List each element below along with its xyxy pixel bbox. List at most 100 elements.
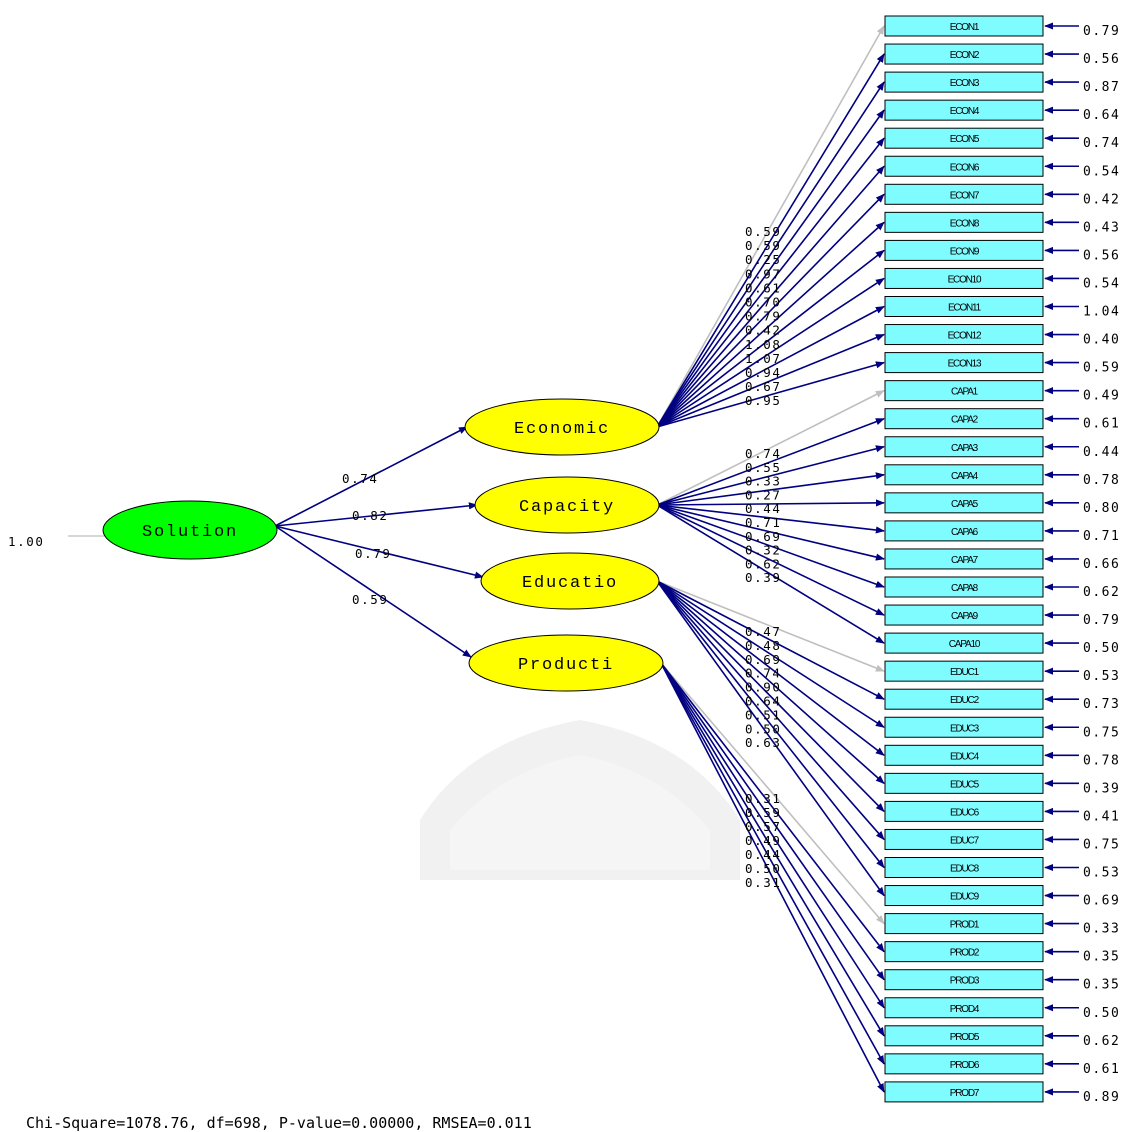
second-order-factor (102, 500, 278, 560)
loading-path (656, 504, 885, 534)
loading-value: 0.42 (745, 323, 782, 338)
indicator-label: PROD5 (950, 1032, 980, 1043)
indicator-capa8 (884, 576, 1044, 598)
error-variance: 0.62 (1083, 585, 1120, 600)
error-variance: 0.79 (1083, 613, 1120, 628)
indicator-label: ECON11 (948, 303, 982, 314)
indicator-educ2 (884, 688, 1044, 710)
indicator-label: EDUC4 (950, 751, 980, 762)
loading-path (656, 499, 885, 507)
latent-factor (480, 552, 660, 610)
indicator-label: PROD1 (950, 920, 980, 931)
loading-path (656, 361, 885, 428)
error-variance: 0.71 (1083, 529, 1120, 544)
indicator-prod1 (884, 913, 1044, 935)
error-variance: 0.69 (1083, 894, 1120, 909)
error-variance: 0.42 (1083, 192, 1120, 207)
indicator-educ1 (884, 660, 1044, 682)
loading-path (656, 221, 885, 428)
loading-path (656, 504, 885, 588)
error-variance: 1.04 (1083, 305, 1120, 320)
loading-path (656, 504, 885, 616)
indicator-econ3 (884, 71, 1044, 93)
loading-value: 0.64 (745, 694, 782, 709)
indicator-label: EDUC7 (950, 835, 980, 846)
indicator-label: PROD7 (950, 1088, 980, 1099)
loading-value: 0.50 (745, 861, 782, 876)
error-variance: 0.56 (1083, 248, 1120, 263)
loading-value: 0.95 (745, 393, 782, 408)
loading-path (656, 333, 885, 428)
indicator-capa4 (884, 464, 1044, 486)
loading-path (656, 389, 885, 506)
loading-path (656, 580, 885, 672)
loading-value: 0.79 (745, 309, 782, 324)
indicator-label: CAPA1 (951, 387, 979, 398)
indicator-capa9 (884, 604, 1044, 626)
indicator-label: CAPA10 (949, 639, 981, 650)
indicator-educ4 (884, 744, 1044, 766)
error-variance: 0.61 (1083, 417, 1120, 432)
loading-path (656, 580, 885, 897)
indicator-label: ECON9 (950, 246, 980, 257)
loading-value: 0.97 (745, 266, 782, 281)
indicator-label: ECON7 (950, 190, 980, 201)
loading-value: 0.44 (745, 501, 782, 516)
indicator-capa2 (884, 408, 1044, 430)
error-variance: 0.66 (1083, 557, 1120, 572)
error-variance: 0.61 (1083, 1062, 1120, 1077)
indicator-label: CAPA3 (951, 443, 979, 454)
error-variance: 0.80 (1083, 501, 1120, 516)
indicator-econ9 (884, 239, 1044, 261)
path-arrows (68, 22, 1079, 1096)
error-variance: 0.75 (1083, 837, 1120, 852)
indicator-capa5 (884, 492, 1044, 514)
loading-path (656, 504, 885, 561)
latent-factor (468, 634, 664, 692)
second-order-loading: 0.79 (355, 546, 392, 561)
indicator-label: EDUC9 (950, 892, 980, 903)
indicator-label: EDUC5 (950, 779, 980, 790)
loading-path (656, 445, 885, 506)
indicator-econ11 (884, 296, 1044, 317)
loading-path (660, 662, 885, 1037)
error-variance: 0.87 (1083, 80, 1120, 95)
indicator-capa6 (884, 520, 1044, 542)
loading-path (656, 580, 885, 728)
indicator-label: CAPA7 (951, 555, 979, 566)
loading-path (660, 662, 885, 981)
loading-value: 0.31 (745, 875, 782, 890)
loading-value: 0.74 (745, 666, 782, 681)
error-variance: 0.78 (1083, 473, 1120, 488)
loading-value: 0.61 (745, 280, 782, 295)
indicator-econ2 (884, 43, 1044, 65)
latent-label: Capacity (519, 498, 615, 517)
second-order-path (274, 426, 468, 527)
indicator-label: ECON2 (950, 50, 980, 61)
indicator-educ7 (884, 828, 1044, 850)
watermark-emblem (420, 720, 740, 880)
loading-value: 0.59 (745, 238, 782, 253)
second-order-path (274, 525, 472, 658)
indicator-econ4 (884, 99, 1044, 121)
indicator-capa7 (884, 548, 1044, 570)
loading-path (656, 277, 885, 428)
error-variance: 0.75 (1083, 725, 1120, 740)
loading-value: 0.51 (745, 707, 782, 722)
loading-path (660, 662, 885, 1065)
error-variance: 0.74 (1083, 136, 1120, 151)
indicator-label: PROD6 (950, 1060, 980, 1071)
path-labels: 0.790.560.870.640.740.540.420.430.560.54… (8, 24, 1120, 1105)
indicator-label: EDUC8 (950, 864, 980, 875)
loading-value: 0.50 (745, 721, 782, 736)
error-variance: 0.73 (1083, 697, 1120, 712)
fit-statistics: Chi-Square=1078.76, df=698, P-value=0.00… (26, 1114, 532, 1132)
error-variance: 0.35 (1083, 978, 1120, 993)
error-variance: 0.53 (1083, 669, 1120, 684)
error-variance: 0.50 (1083, 1006, 1120, 1021)
indicator-label: ECON12 (948, 331, 982, 342)
loading-path (656, 25, 885, 428)
indicator-prod7 (884, 1081, 1044, 1103)
loading-path (660, 662, 885, 953)
